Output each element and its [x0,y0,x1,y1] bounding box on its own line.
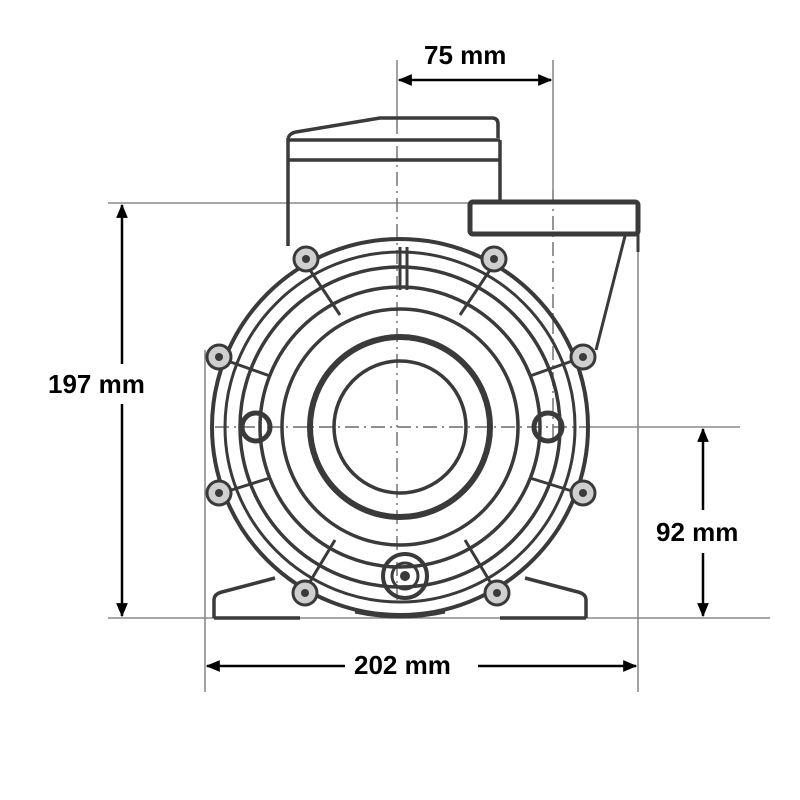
dimension-label-outlet-offset: 75 mm [424,40,507,70]
dimension-label-shaft-height: 92 mm [652,519,743,545]
pump-body [210,116,641,620]
dimension-lines [116,74,709,672]
dimension-label-total-height: 197 mm [44,371,149,397]
dimension-label-base-width: 202 mm [350,652,455,678]
